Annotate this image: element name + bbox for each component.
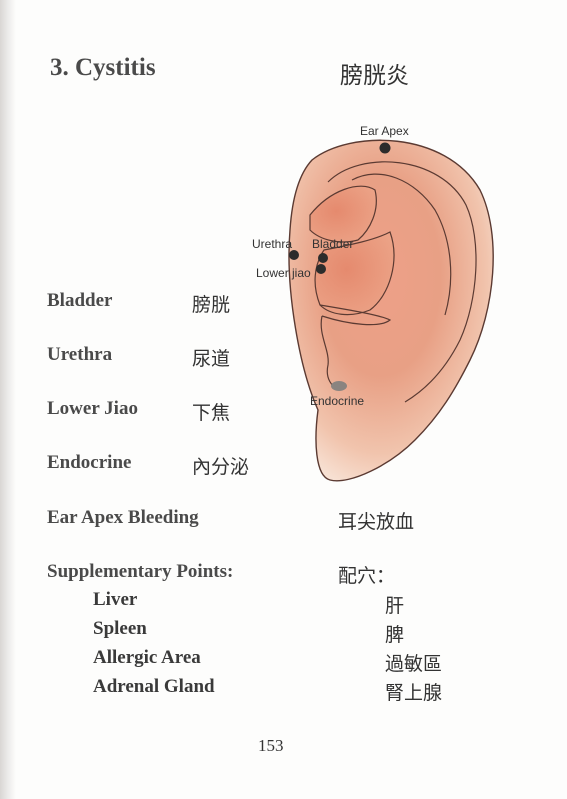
supplementary-liver-chinese: 肝 <box>385 595 405 617</box>
supplementary-heading: Supplementary Points: <box>47 561 234 582</box>
point-endocrine-chinese: 內分泌 <box>192 456 250 478</box>
bladder-point <box>318 253 328 263</box>
bladder-label: Bladder <box>312 237 354 251</box>
page-title-chinese: 膀胱炎 <box>340 63 409 89</box>
point-endocrine-name: Endocrine <box>47 452 132 473</box>
point-lower-jiao-name: Lower Jiao <box>47 398 138 419</box>
ear-illustration <box>288 139 494 482</box>
supplementary-liver-name: Liver <box>93 589 138 610</box>
point-ear-apex-bleeding-name: Ear Apex Bleeding <box>47 507 199 528</box>
point-lower-jiao-chinese: 下焦 <box>192 402 231 424</box>
supplementary-spleen-chinese: 脾 <box>385 624 405 646</box>
book-spine-shadow <box>0 0 16 799</box>
supplementary-spleen-name: Spleen <box>93 618 147 639</box>
lower-jiao-label: Lower jiao <box>256 266 311 280</box>
ear-apex-label: Ear Apex <box>360 124 409 138</box>
page-number: 153 <box>258 736 284 755</box>
point-ear-apex-bleeding-chinese: 耳尖放血 <box>338 511 415 533</box>
endocrine-label: Endocrine <box>310 394 365 408</box>
lower-jiao-point <box>316 264 326 274</box>
supplementary-allergic-area-name: Allergic Area <box>93 647 201 668</box>
ear-outline <box>288 139 494 482</box>
supplementary-adrenal-gland-chinese: 腎上腺 <box>385 682 443 704</box>
point-urethra-chinese: 尿道 <box>192 348 231 370</box>
point-urethra-name: Urethra <box>47 344 113 365</box>
supplementary-heading-chinese: 配穴： <box>338 565 396 587</box>
point-bladder-name: Bladder <box>47 290 113 311</box>
ear-apex-point <box>379 142 391 154</box>
point-bladder-chinese: 膀胱 <box>192 294 231 316</box>
page-title: 3. Cystitis <box>50 54 156 81</box>
endocrine-point <box>331 381 347 391</box>
supplementary-allergic-area-chinese: 過敏區 <box>385 653 443 675</box>
urethra-label: Urethra <box>252 237 293 251</box>
supplementary-adrenal-gland-name: Adrenal Gland <box>93 676 215 697</box>
urethra-point <box>289 250 299 260</box>
